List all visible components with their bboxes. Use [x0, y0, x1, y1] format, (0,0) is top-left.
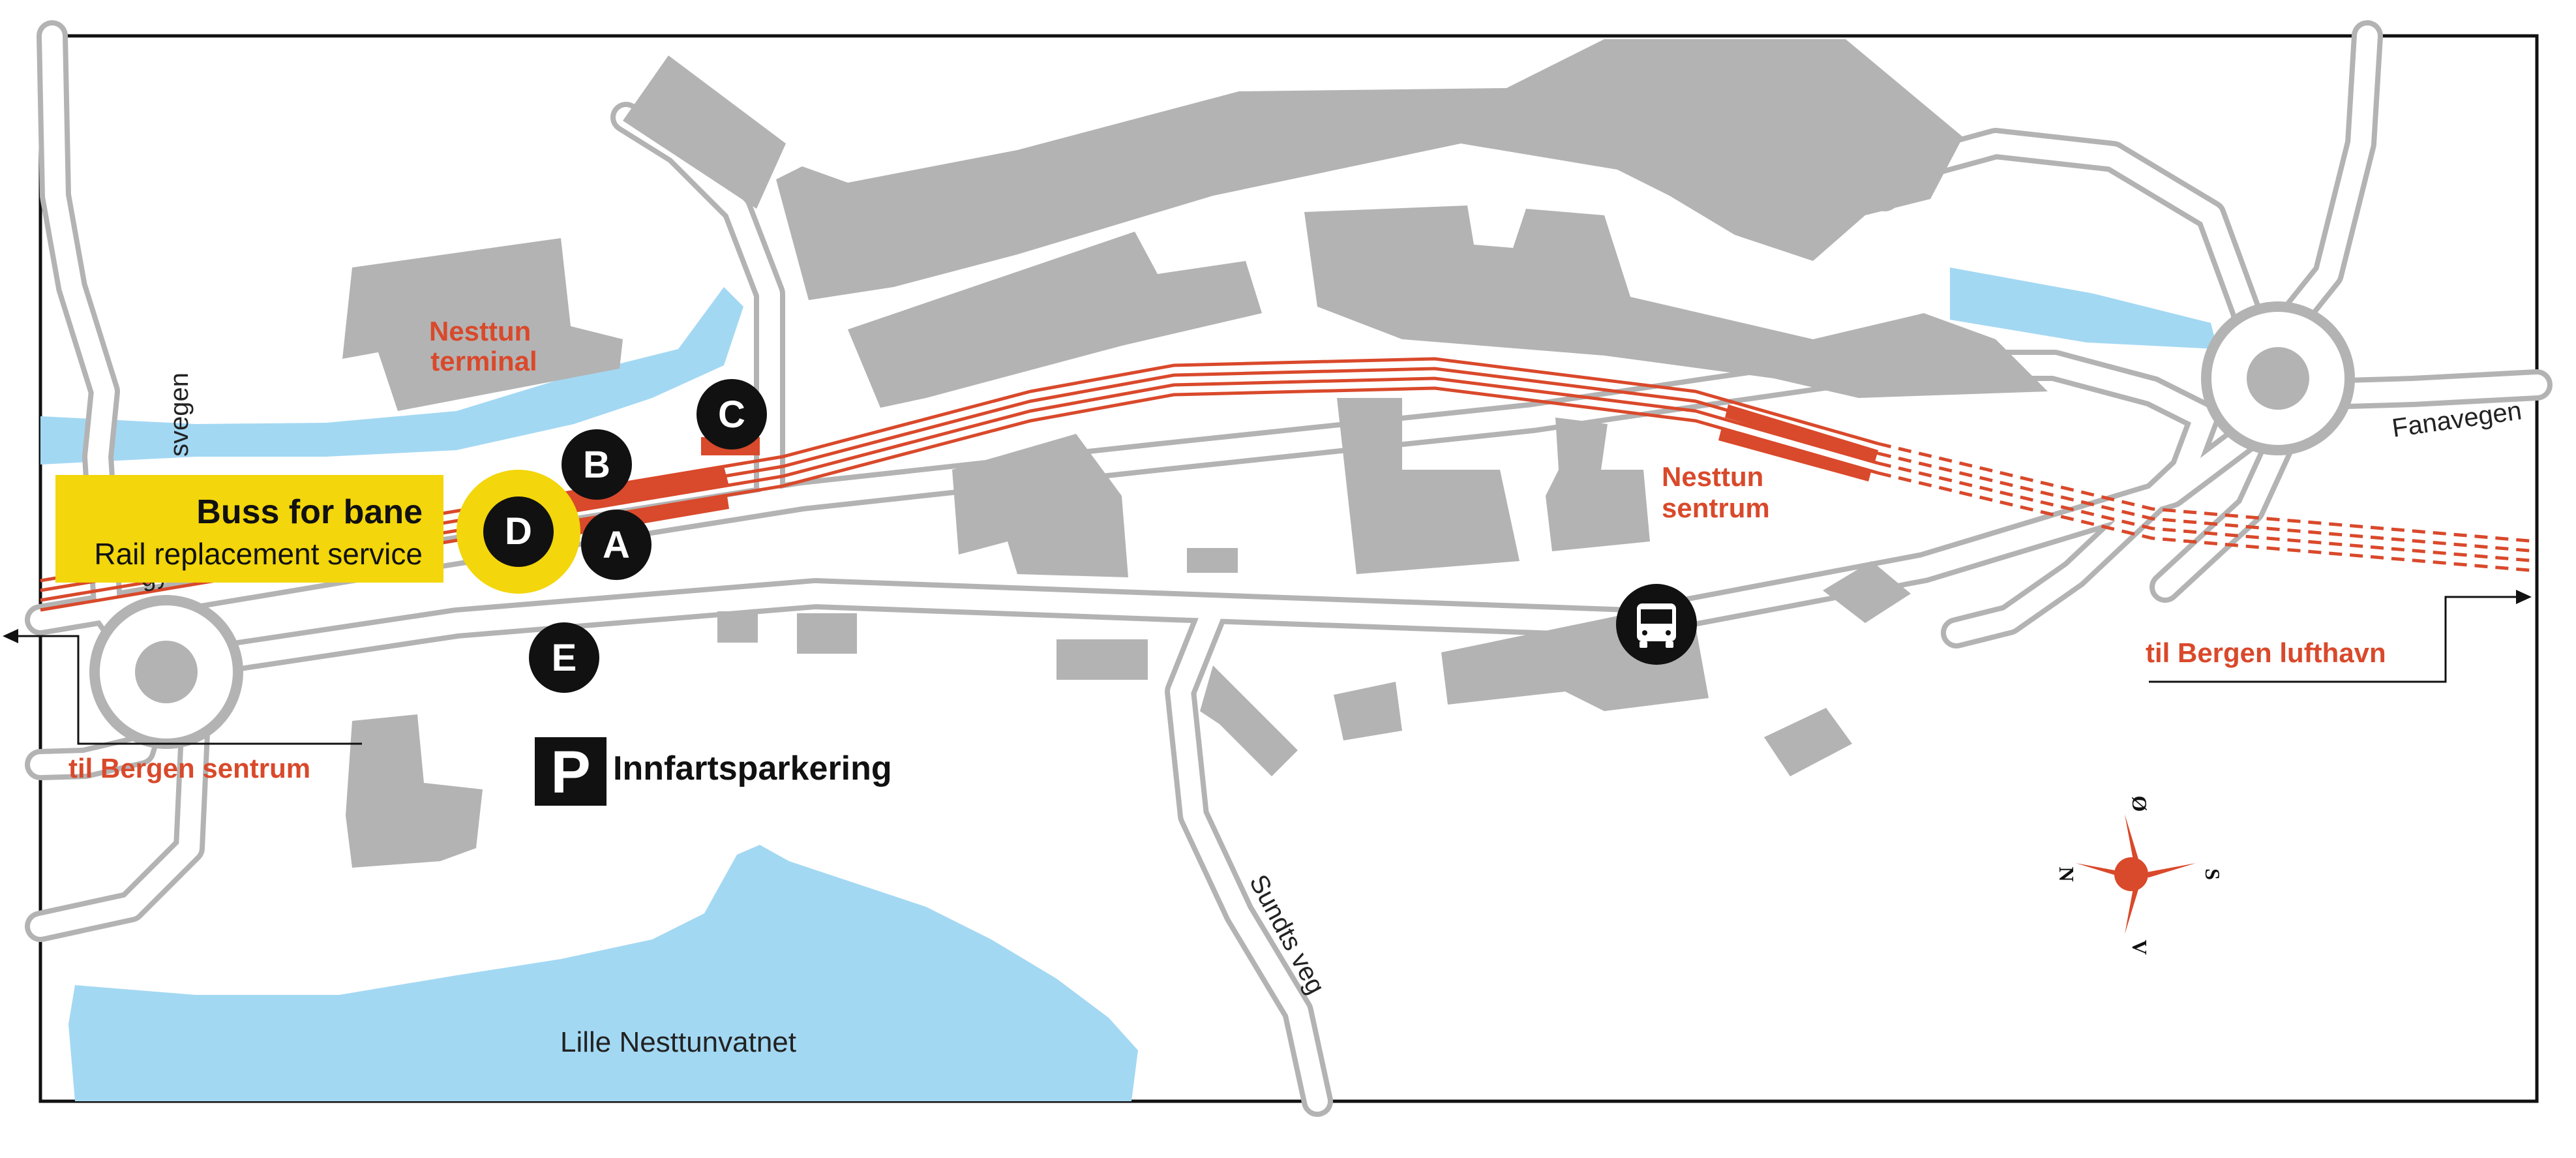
stop-marker-d[interactable] [483, 496, 554, 567]
bus-stop-marker[interactable] [1616, 584, 1697, 665]
arrow-left-icon [3, 629, 18, 643]
stop-marker-b[interactable]: B [562, 429, 632, 500]
stop-letter: E [552, 637, 577, 679]
arrow-right-icon [2516, 590, 2532, 604]
building [1546, 418, 1650, 551]
direction-to-city [3, 629, 362, 745]
water-layer [40, 267, 2217, 1101]
stop-circle [696, 379, 767, 449]
stop-marker-a[interactable]: A [581, 510, 651, 580]
building [1337, 398, 1520, 574]
building [776, 39, 1963, 300]
parking-icon [535, 737, 607, 806]
river-west [40, 287, 743, 465]
stop-circle [529, 622, 599, 693]
compass-south: S [2201, 868, 2224, 880]
platform-nesttun-sentrum [1725, 404, 1878, 462]
label-nesttun-sentrum: Nesttun sentrum [1662, 461, 1771, 523]
building [346, 714, 483, 868]
arrow-right-icon [2149, 596, 2524, 683]
building [1200, 665, 1298, 776]
platform-nesttun-sentrum [1718, 427, 1872, 481]
compass-icon: N Ø S V [2055, 796, 2224, 955]
roundabout-east-island [2247, 347, 2309, 410]
buildings-layer [342, 39, 2048, 868]
building [848, 232, 1262, 408]
stop-circle [562, 429, 632, 500]
stop-marker-c[interactable]: C [696, 379, 767, 449]
parking-marker[interactable]: P Innfartsparkering [535, 737, 892, 806]
compass-north: N [2055, 866, 2078, 881]
parking-symbol: P [550, 739, 590, 806]
stop-letter: A [603, 524, 630, 566]
stop-letter: B [583, 444, 610, 486]
roundabout-west-island [135, 641, 198, 703]
building [717, 611, 758, 643]
compass-east: Ø [2128, 796, 2151, 812]
platform-nesttun-terminal [567, 466, 729, 512]
direction-to-airport [2149, 590, 2532, 683]
building [1334, 682, 1402, 740]
stop-marker-e[interactable]: E [529, 622, 599, 693]
building [1823, 561, 1911, 623]
lake [68, 845, 1138, 1101]
compass-west: V [2128, 939, 2151, 954]
compass-arm [2136, 863, 2196, 877]
stop-letter: C [718, 393, 745, 436]
building [952, 434, 1128, 577]
building [797, 613, 857, 654]
stop-circle [581, 510, 651, 580]
building [1187, 548, 1238, 573]
label-left-road: svegen [165, 373, 194, 457]
label-parking: Innfartsparkering [613, 750, 892, 787]
callout-box [55, 475, 443, 583]
building [1764, 708, 1852, 776]
building [1056, 639, 1148, 680]
map-frame [38, 34, 2539, 1103]
callout-title: Buss for bane [196, 493, 423, 531]
label-to-city: til Bergen sentrum [68, 753, 310, 784]
rail-replacement-callout[interactable]: Buss for bane Rail replacement service D [55, 470, 580, 594]
compass-center [2114, 857, 2148, 891]
river-east [1950, 267, 2217, 349]
label-nesttun-terminal: Nesttun terminal [429, 316, 539, 376]
label-to-airport: til Bergen lufthavn [2146, 637, 2386, 668]
label-lake: Lille Nesttunvatnet [560, 1026, 796, 1058]
stop-letter-d: D [505, 510, 532, 553]
building [1304, 206, 2048, 398]
railway [40, 357, 2538, 612]
bus-icon [1637, 603, 1676, 648]
arrow-left-icon [8, 635, 362, 745]
building [623, 55, 786, 209]
callout-subtitle: Rail replacement service [94, 537, 423, 571]
building [342, 238, 623, 411]
